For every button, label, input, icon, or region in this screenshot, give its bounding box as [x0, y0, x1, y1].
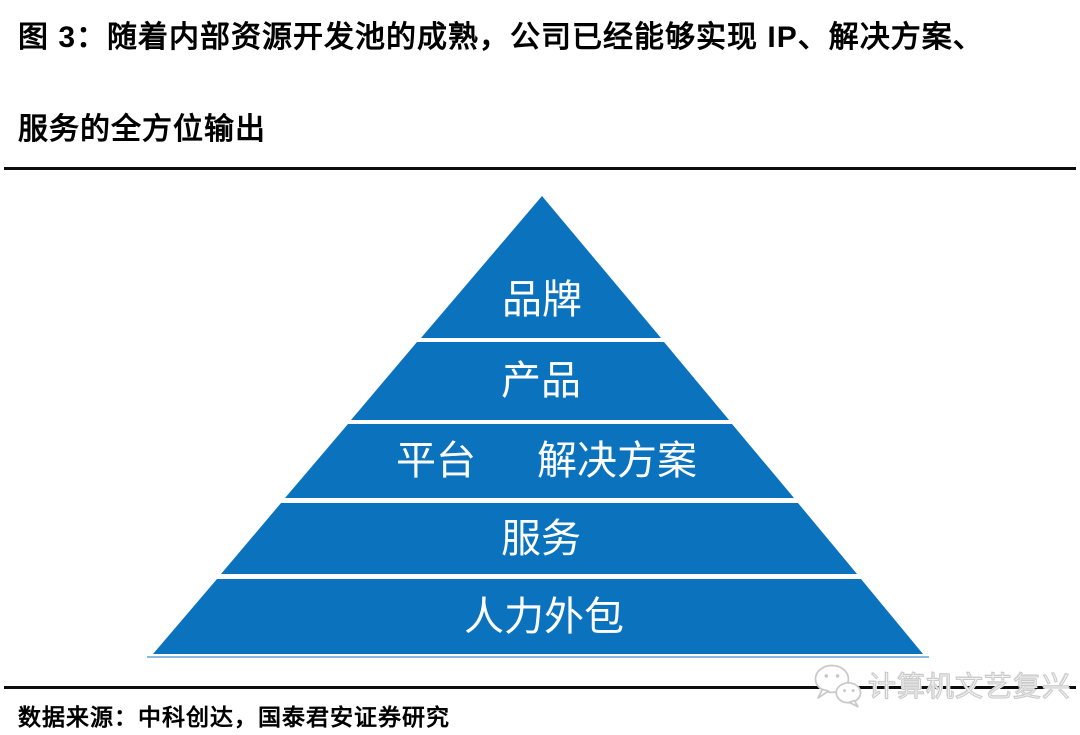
pyramid-layer-service — [221, 503, 857, 574]
pyramid-label-solution: 解决方案 — [537, 438, 697, 484]
footer-separator-rule — [4, 686, 1076, 689]
figure-title-line-2: 服务的全方位输出 — [18, 113, 266, 146]
pyramid-layer-product — [351, 342, 729, 420]
pyramid-layer-outsourcing — [153, 579, 923, 654]
pyramid-label-service: 服务 — [501, 516, 581, 562]
pyramid-layer-brand — [421, 196, 661, 338]
title-separator-rule — [4, 167, 1076, 170]
figure-title-line-1: 图 3：随着内部资源开发池的成熟，公司已经能够实现 IP、解决方案、 — [18, 21, 984, 54]
pyramid-label-brand: 品牌 — [502, 277, 582, 323]
pyramid-label-platform: 平台 — [396, 438, 476, 484]
pyramid-label-outsourcing: 人力外包 — [464, 594, 624, 640]
pyramid-layer-platform-solution — [285, 424, 794, 498]
data-source-caption: 数据来源：中科创达，国泰君安证券研究 — [18, 704, 450, 730]
pyramid-label-product: 产品 — [501, 358, 581, 404]
